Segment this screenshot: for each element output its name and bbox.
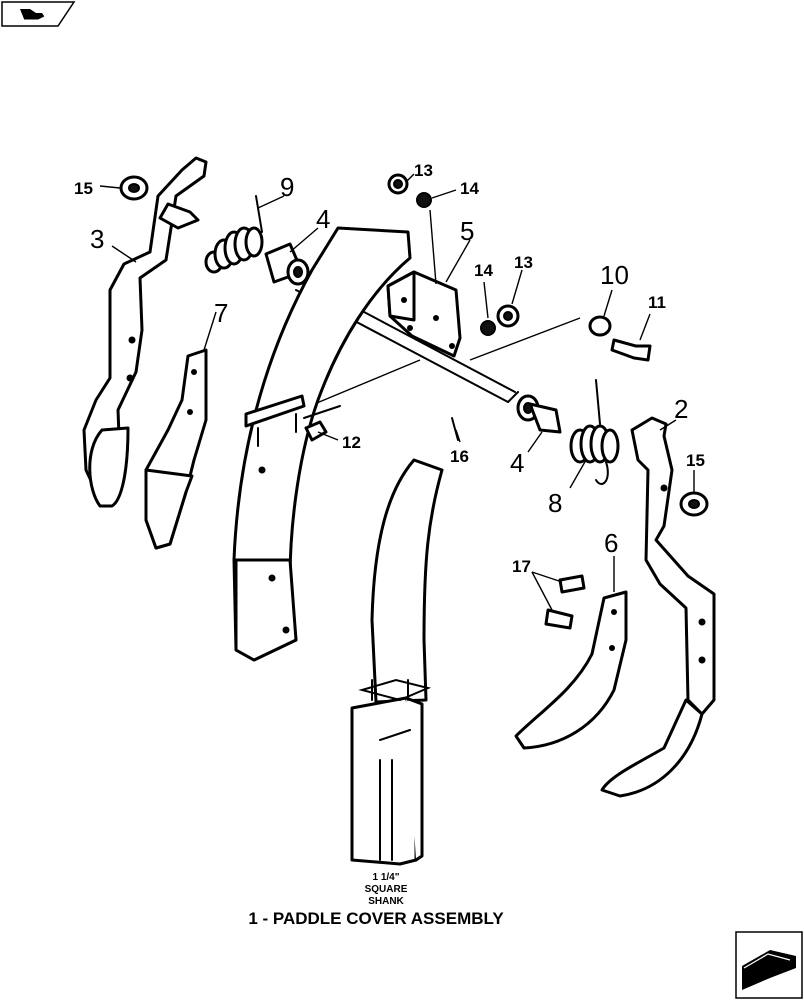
callout-2: 2: [674, 394, 688, 424]
alignment-lines: [299, 317, 581, 411]
nut-14b: [480, 320, 496, 336]
callout-8: 8: [548, 488, 562, 518]
callout-numbers: 2 3 4 4 5 6 7 8 9 10 11 12 13 13 14 14 1…: [74, 161, 705, 576]
callout-3: 3: [90, 224, 104, 254]
callout-14a: 14: [460, 179, 479, 198]
callout-11: 11: [648, 293, 666, 312]
washer-15a: [119, 175, 149, 201]
callout-12: 12: [342, 433, 361, 452]
shank-square: SQUARE: [365, 884, 408, 895]
nut-13a: [387, 173, 409, 195]
callout-4a: 4: [316, 204, 330, 234]
square-shank: [350, 458, 444, 866]
shank-label: 1 1/4" SQUARE SHANK: [365, 872, 408, 907]
callout-13a: 13: [414, 161, 433, 180]
bracket-5: [386, 270, 462, 358]
callout-5: 5: [460, 216, 474, 246]
callout-6: 6: [604, 528, 618, 558]
bolt-12: [304, 420, 328, 442]
callout-15b: 15: [686, 451, 705, 470]
callout-9: 9: [280, 172, 294, 202]
next-page-arrow-icon[interactable]: [735, 931, 803, 999]
washer-15b: [679, 491, 709, 517]
spring-9: [204, 195, 264, 274]
leader-lines: [99, 173, 695, 611]
callout-4b: 4: [510, 448, 524, 478]
callout-14b: 14: [474, 261, 493, 280]
shank-word: SHANK: [368, 896, 404, 907]
nut-14a: [416, 192, 432, 208]
bolt-11: [610, 338, 652, 362]
callout-15a: 15: [74, 179, 93, 198]
bolts-17: [544, 574, 586, 630]
spring-plate-7: [144, 348, 208, 550]
paddle-arm-3: [82, 156, 208, 508]
curved-shank-arm: [232, 226, 412, 662]
bushing-4b: [516, 394, 562, 434]
spring-plate-6: [514, 590, 628, 750]
callout-17: 17: [512, 557, 531, 576]
callout-16: 16: [450, 447, 469, 466]
callout-7: 7: [214, 298, 228, 328]
spring-8: [569, 379, 620, 485]
book-icon[interactable]: [1, 1, 76, 27]
cap-10: [588, 315, 612, 337]
nut-13b: [496, 304, 520, 328]
paddle-arm-2: [600, 416, 716, 798]
caption: 1 - PADDLE COVER ASSEMBLY: [248, 909, 504, 928]
callout-13b: 13: [514, 253, 533, 272]
callout-10: 10: [600, 260, 629, 290]
shank-size: 1 1/4": [373, 872, 400, 883]
pin-16: [451, 417, 459, 441]
bushing-4a: [264, 242, 310, 286]
